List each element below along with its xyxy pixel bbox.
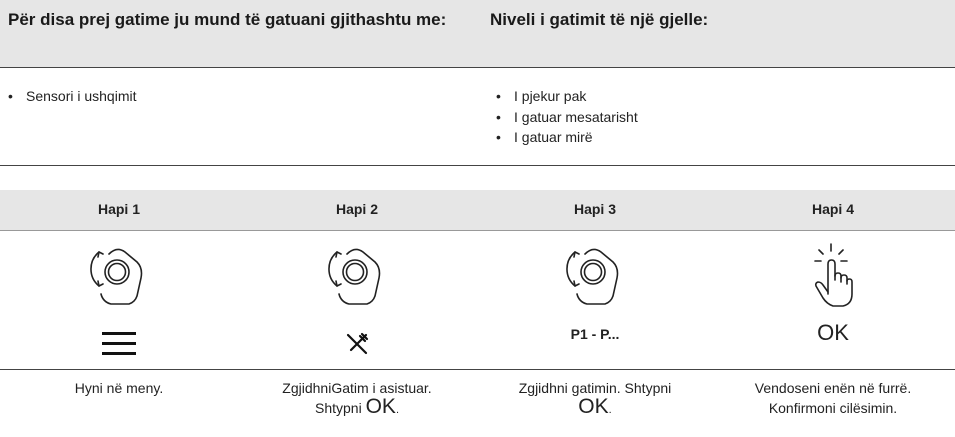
divider bbox=[0, 230, 955, 231]
doneness-level-list: I pjekur pak I gatuar mesatarisht I gatu… bbox=[490, 86, 638, 148]
step-3-description: Zgjidhni gatimin. Shtypni OK. bbox=[476, 378, 714, 420]
list-item: I gatuar mirë bbox=[490, 127, 638, 148]
step-4-illustration bbox=[714, 240, 952, 358]
step-2-description: ZgjidhniGatim i asistuar. Shtypni OK. bbox=[238, 378, 476, 420]
divider bbox=[0, 369, 955, 370]
step-4-text-line2: Konfirmoni cilësimin. bbox=[768, 400, 898, 416]
divider bbox=[0, 165, 955, 166]
rotary-knob-hand-icon bbox=[90, 248, 143, 305]
step-2-title: Hapi 2 bbox=[335, 201, 378, 217]
step-1-description: Hyni në meny. bbox=[0, 378, 238, 398]
step-4-text-line1: Vendoseni enën në furrë. bbox=[754, 380, 912, 396]
fork-knife-icon bbox=[346, 332, 369, 355]
ok-symbol: OK bbox=[817, 320, 849, 345]
touch-hand-icon bbox=[814, 243, 853, 307]
steps-header bbox=[0, 190, 955, 230]
menu-icon bbox=[102, 332, 136, 355]
step-1-title: Hapi 1 bbox=[97, 201, 140, 217]
list-item: Sensori i ushqimit bbox=[2, 86, 137, 107]
list-item: I gatuar mesatarisht bbox=[490, 107, 638, 128]
program-range-label: P1 - P... bbox=[570, 326, 620, 342]
step-2-press-text: Shtypni bbox=[315, 400, 362, 416]
step-3-text: Zgjidhni gatimin. Shtypni bbox=[518, 380, 672, 396]
cooking-options-list: Sensori i ushqimit bbox=[2, 86, 137, 107]
step-1-text: Hyni në meny. bbox=[74, 380, 164, 396]
rotary-knob-hand-icon bbox=[328, 248, 381, 305]
step-3-illustration bbox=[476, 240, 714, 358]
doneness-level-heading: Niveli i gatimit të një gjelle: bbox=[490, 10, 709, 29]
step-3-title: Hapi 3 bbox=[573, 201, 616, 217]
period: . bbox=[608, 404, 612, 416]
cooking-options-heading: Për disa prej gatime ju mund të gatuani … bbox=[8, 10, 447, 29]
period: . bbox=[395, 404, 399, 416]
step-2-illustration bbox=[238, 240, 476, 358]
ok-symbol: OK bbox=[578, 395, 609, 418]
step-1-illustration bbox=[0, 240, 238, 358]
step-4-title: Hapi 4 bbox=[811, 201, 854, 217]
step-2-text: ZgjidhniGatim i asistuar. bbox=[282, 380, 432, 396]
step-4-description: Vendoseni enën në furrë. Konfirmoni cilë… bbox=[714, 378, 952, 418]
ok-symbol: OK bbox=[365, 395, 396, 418]
list-item: I pjekur pak bbox=[490, 86, 638, 107]
info-header bbox=[0, 0, 955, 67]
divider bbox=[0, 67, 955, 68]
rotary-knob-hand-icon bbox=[566, 248, 619, 305]
